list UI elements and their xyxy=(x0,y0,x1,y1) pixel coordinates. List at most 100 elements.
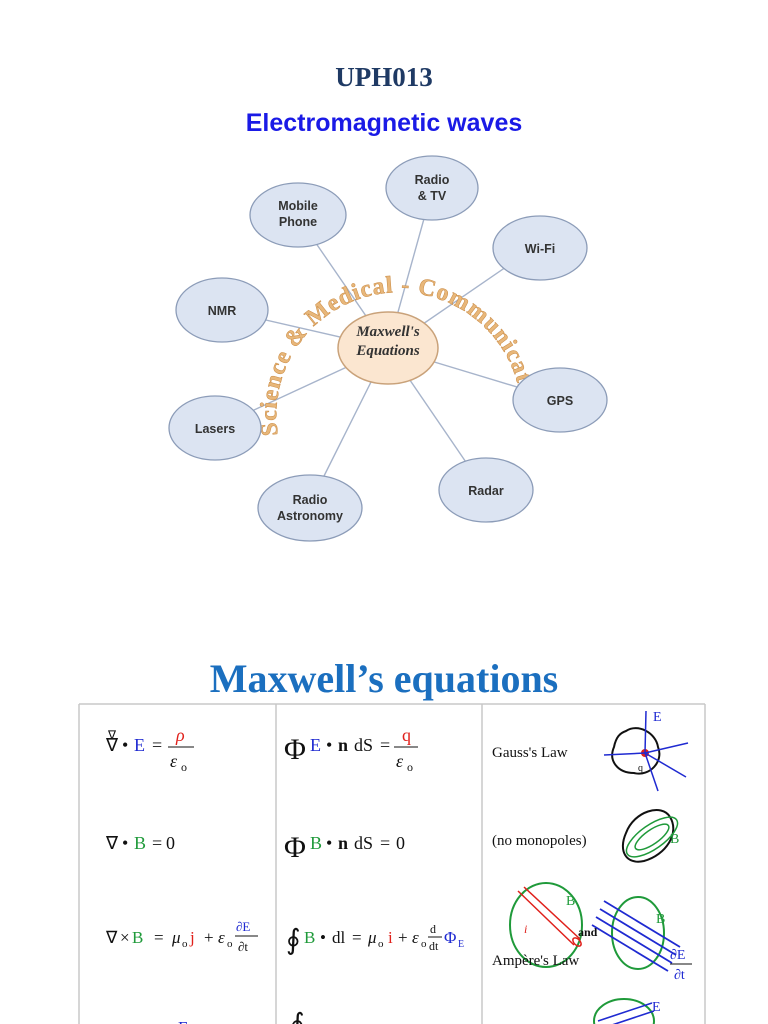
svg-text:n: n xyxy=(338,833,348,853)
svg-text:=: = xyxy=(152,833,162,853)
svg-text:0: 0 xyxy=(166,833,175,853)
course-code: UPH013 xyxy=(335,62,433,92)
svg-text:Radio: Radio xyxy=(415,173,450,187)
svg-text:B: B xyxy=(304,928,315,947)
svg-text:×: × xyxy=(120,928,130,947)
svg-text:ε: ε xyxy=(412,928,419,947)
svg-text:∂E: ∂E xyxy=(670,948,685,963)
svg-text:B: B xyxy=(310,833,322,853)
svg-text:q: q xyxy=(402,725,411,745)
node-gps: GPS xyxy=(512,367,608,433)
equation-ampere-differential: ∇ × B = μ o j + ε o ∂E ∂t xyxy=(105,919,258,954)
svg-text:•: • xyxy=(326,735,332,755)
svg-text:B: B xyxy=(132,928,143,947)
equation-gauss-integral: Φ E • n dS = q ε o xyxy=(284,725,418,774)
svg-text:NMR: NMR xyxy=(208,304,236,318)
svg-text:•: • xyxy=(122,833,128,853)
svg-text:j: j xyxy=(189,928,195,947)
table-borders xyxy=(78,703,706,1024)
svg-text:+: + xyxy=(398,928,408,947)
svg-text:Phone: Phone xyxy=(279,215,317,229)
equation-ampere-integral: ∮ B • dl = μ o i + ε o d dt Φ E xyxy=(286,922,464,956)
svg-text:∂t: ∂t xyxy=(674,968,685,983)
equation-no-monopoles-differential: ∇ • B = 0 xyxy=(105,833,175,853)
svg-text:E: E xyxy=(310,735,321,755)
svg-text:ε: ε xyxy=(170,751,178,771)
gauss-field-illustration: q E xyxy=(603,710,689,792)
node-wi-fi: Wi-Fi xyxy=(492,215,588,281)
svg-text:∇: ∇ xyxy=(105,833,119,853)
svg-text:∇: ∇ xyxy=(105,735,119,755)
svg-text:B: B xyxy=(566,894,575,909)
svg-text:μ: μ xyxy=(367,928,377,947)
svg-text:o: o xyxy=(421,938,427,950)
equation-gauss-differential: ∇ ∇ • E = ρ ε o xyxy=(105,725,194,774)
svg-text:E: E xyxy=(652,1000,661,1015)
svg-text:dS: dS xyxy=(354,735,373,755)
svg-text:dt: dt xyxy=(429,939,439,953)
svg-text:=: = xyxy=(152,735,162,755)
node-radar: Radar xyxy=(438,457,534,523)
node-mobile-phone: Mobile Phone xyxy=(249,182,347,248)
svg-text:=: = xyxy=(352,928,362,947)
svg-text:Mobile: Mobile xyxy=(278,199,318,213)
equation-no-monopoles-integral: Φ B • n dS = 0 xyxy=(284,831,405,864)
svg-text:B: B xyxy=(134,833,146,853)
svg-text:0: 0 xyxy=(396,833,405,853)
svg-text:Φ: Φ xyxy=(444,928,456,947)
svg-text:Radio: Radio xyxy=(293,493,328,507)
svg-text:i: i xyxy=(524,922,527,936)
row-4-illustration-partial: E xyxy=(593,998,661,1024)
svg-text:B: B xyxy=(670,832,679,847)
svg-text:GPS: GPS xyxy=(547,394,573,408)
svg-text:Φ: Φ xyxy=(284,733,306,766)
svg-text:E: E xyxy=(134,735,145,755)
svg-text:ε: ε xyxy=(218,928,225,947)
node-radio-astronomy: Radio Astronomy xyxy=(257,474,363,542)
law-label-ampere: Ampère's Law xyxy=(492,953,579,969)
center-node: Maxwell's Equations xyxy=(337,311,439,385)
svg-text:=: = xyxy=(380,735,390,755)
monopole-field-illustration: B xyxy=(621,809,679,863)
svg-text:E: E xyxy=(653,710,662,725)
maxwell-equations-table: ∇ ∇ • E = ρ ε o Φ E • n dS = q ε o Gauss… xyxy=(78,703,706,1024)
svg-text:Φ: Φ xyxy=(284,831,306,864)
svg-text:o: o xyxy=(227,938,233,950)
svg-text:B: B xyxy=(656,912,665,927)
svg-text:ε: ε xyxy=(396,751,404,771)
svg-text:=: = xyxy=(380,833,390,853)
node-radio-tv: Radio & TV xyxy=(385,155,479,221)
svg-text:μ: μ xyxy=(171,928,181,947)
svg-text:d: d xyxy=(430,922,436,936)
svg-text:dl: dl xyxy=(332,928,346,947)
law-label-gauss: Gauss's Law xyxy=(492,745,568,761)
node-lasers: Lasers xyxy=(168,395,262,461)
node-nmr: NMR xyxy=(175,277,269,343)
svg-text:∮: ∮ xyxy=(286,925,301,956)
svg-text:E: E xyxy=(178,1018,188,1024)
svg-text:Radar: Radar xyxy=(468,484,504,498)
equation-row-4-partial: E ∮ xyxy=(178,1009,305,1024)
svg-text:and: and xyxy=(578,925,598,939)
svg-text:∂t: ∂t xyxy=(238,939,248,954)
svg-text:∂E: ∂E xyxy=(236,919,250,934)
svg-text:•: • xyxy=(122,735,128,755)
svg-text:•: • xyxy=(326,833,332,853)
svg-text:o: o xyxy=(407,760,413,774)
law-label-no-monopoles: (no monopoles) xyxy=(492,833,587,849)
svg-text:o: o xyxy=(182,938,188,950)
svg-text:dS: dS xyxy=(354,833,373,853)
svg-text:q: q xyxy=(638,763,643,774)
svg-text:∮: ∮ xyxy=(290,1009,305,1024)
svg-text:Wi-Fi: Wi-Fi xyxy=(525,242,555,256)
svg-text:Maxwell's: Maxwell's xyxy=(355,324,420,340)
svg-text:Equations: Equations xyxy=(355,343,420,359)
svg-text:∇: ∇ xyxy=(105,928,118,947)
svg-text:n: n xyxy=(338,735,348,755)
svg-text:E: E xyxy=(458,939,464,950)
svg-text:Astronomy: Astronomy xyxy=(277,509,343,523)
svg-text:+: + xyxy=(204,928,214,947)
ampere-illustration: i B and B ∂E ∂t xyxy=(509,882,692,983)
svg-text:=: = xyxy=(154,928,164,947)
svg-text:•: • xyxy=(320,928,326,947)
